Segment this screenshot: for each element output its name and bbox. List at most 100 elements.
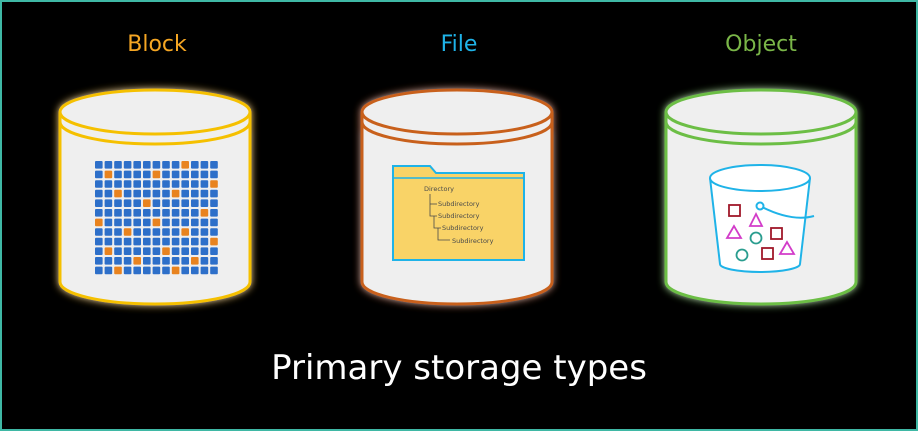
block-cell	[104, 209, 113, 217]
block-cell	[133, 237, 141, 246]
square-shape	[728, 204, 741, 217]
block-label: Block	[127, 32, 187, 57]
block-cell	[95, 170, 103, 179]
block-cell	[171, 218, 180, 227]
block-cell	[123, 189, 132, 198]
block-cell	[104, 228, 113, 236]
block-cell	[133, 228, 141, 236]
block-cell	[133, 180, 141, 188]
object-label: Object	[725, 32, 797, 57]
block-cell	[152, 257, 161, 265]
square-shape	[761, 247, 774, 260]
block-cell	[95, 209, 103, 217]
block-cell	[123, 228, 132, 236]
block-cell	[133, 266, 141, 275]
block-cell	[200, 228, 209, 236]
block-cell	[152, 189, 161, 198]
block-cell	[171, 237, 180, 246]
block-cell	[191, 161, 199, 169]
block-cell	[123, 266, 132, 275]
block-cell	[191, 180, 199, 188]
block-cell	[95, 218, 103, 227]
block-cell	[104, 237, 113, 246]
block-cell	[133, 199, 141, 207]
block-cell	[143, 189, 151, 198]
block-cell	[133, 170, 141, 179]
block-cell	[171, 228, 180, 236]
block-cell	[210, 180, 218, 188]
block-cell	[104, 266, 113, 275]
block-cell	[114, 247, 122, 255]
block-cell	[114, 228, 122, 236]
block-cylinder	[58, 88, 252, 306]
block-cell	[181, 218, 189, 227]
block-cell	[191, 228, 199, 236]
block-cell	[171, 199, 180, 207]
block-cell	[162, 247, 170, 255]
block-cell	[104, 218, 113, 227]
block-cell	[162, 209, 170, 217]
block-cell	[133, 161, 141, 169]
circle-shape	[735, 248, 749, 262]
tree-level2: Subdirectory	[442, 224, 484, 232]
block-cell	[133, 218, 141, 227]
block-cell	[210, 228, 218, 236]
block-cell	[95, 161, 103, 169]
block-cell	[152, 199, 161, 207]
block-cell	[200, 266, 209, 275]
block-cell	[152, 228, 161, 236]
block-cell	[210, 237, 218, 246]
block-cell	[143, 266, 151, 275]
block-cell	[162, 228, 170, 236]
block-cell	[171, 180, 180, 188]
block-cell	[133, 247, 141, 255]
block-cell	[171, 209, 180, 217]
block-cell	[200, 180, 209, 188]
block-cell	[152, 161, 161, 169]
triangle-shape	[778, 240, 796, 255]
block-cell	[210, 189, 218, 198]
block-cell	[200, 209, 209, 217]
block-cell	[210, 257, 218, 265]
block-cell	[104, 180, 113, 188]
block-cell	[114, 237, 122, 246]
block-cell	[200, 218, 209, 227]
block-cell	[181, 266, 189, 275]
block-cell	[104, 257, 113, 265]
block-cell	[191, 266, 199, 275]
block-cell	[210, 161, 218, 169]
block-cell	[200, 161, 209, 169]
block-cell	[123, 237, 132, 246]
block-cell	[171, 266, 180, 275]
block-cell	[162, 170, 170, 179]
block-cell	[200, 247, 209, 255]
block-grid-icon	[95, 161, 218, 275]
tree-root: Directory	[424, 185, 454, 193]
bucket-icon	[709, 164, 815, 273]
diagram-caption: Primary storage types	[271, 348, 647, 388]
block-cell	[143, 161, 151, 169]
triangle-shape	[748, 211, 764, 227]
block-cell	[191, 237, 199, 246]
block-cell	[114, 189, 122, 198]
block-cell	[162, 257, 170, 265]
block-cell	[123, 209, 132, 217]
tree-level1a: Subdirectory	[438, 200, 480, 208]
block-cell	[171, 257, 180, 265]
block-cell	[162, 189, 170, 198]
block-cell	[143, 209, 151, 217]
block-cell	[152, 247, 161, 255]
block-cell	[162, 237, 170, 246]
block-cell	[95, 228, 103, 236]
block-cell	[123, 180, 132, 188]
block-cell	[104, 247, 113, 255]
block-cell	[104, 189, 113, 198]
block-cell	[162, 218, 170, 227]
block-cell	[171, 170, 180, 179]
triangle-shape	[725, 224, 743, 239]
block-cell	[191, 170, 199, 179]
block-cell	[123, 218, 132, 227]
block-cell	[133, 257, 141, 265]
